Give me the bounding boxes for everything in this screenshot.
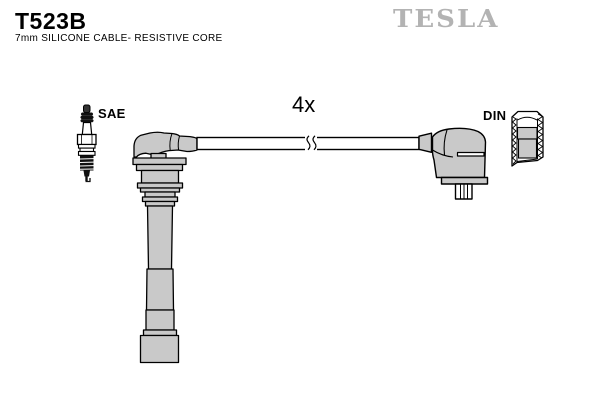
part-number: T523B [15, 8, 87, 34]
tesla-logo: TESLA [393, 6, 500, 34]
din-connector-label: DIN [483, 108, 507, 123]
elbow-boot-icon [418, 127, 489, 200]
section-hatch-right [537, 113, 544, 159]
din-terminal-icon [511, 110, 544, 167]
quantity-label: 4x [292, 92, 316, 117]
cable-icon [196, 135, 420, 152]
product-description: 7mm SILICONE CABLE- RESISTIVE CORE [15, 33, 223, 44]
sae-connector-label: SAE [98, 106, 126, 121]
cable-break-icon [306, 135, 311, 151]
spark-plug-boot-icon [132, 131, 198, 364]
section-hatch-left [511, 116, 517, 165]
spark-plug-icon [76, 104, 97, 183]
cable-break-icon [312, 135, 317, 151]
